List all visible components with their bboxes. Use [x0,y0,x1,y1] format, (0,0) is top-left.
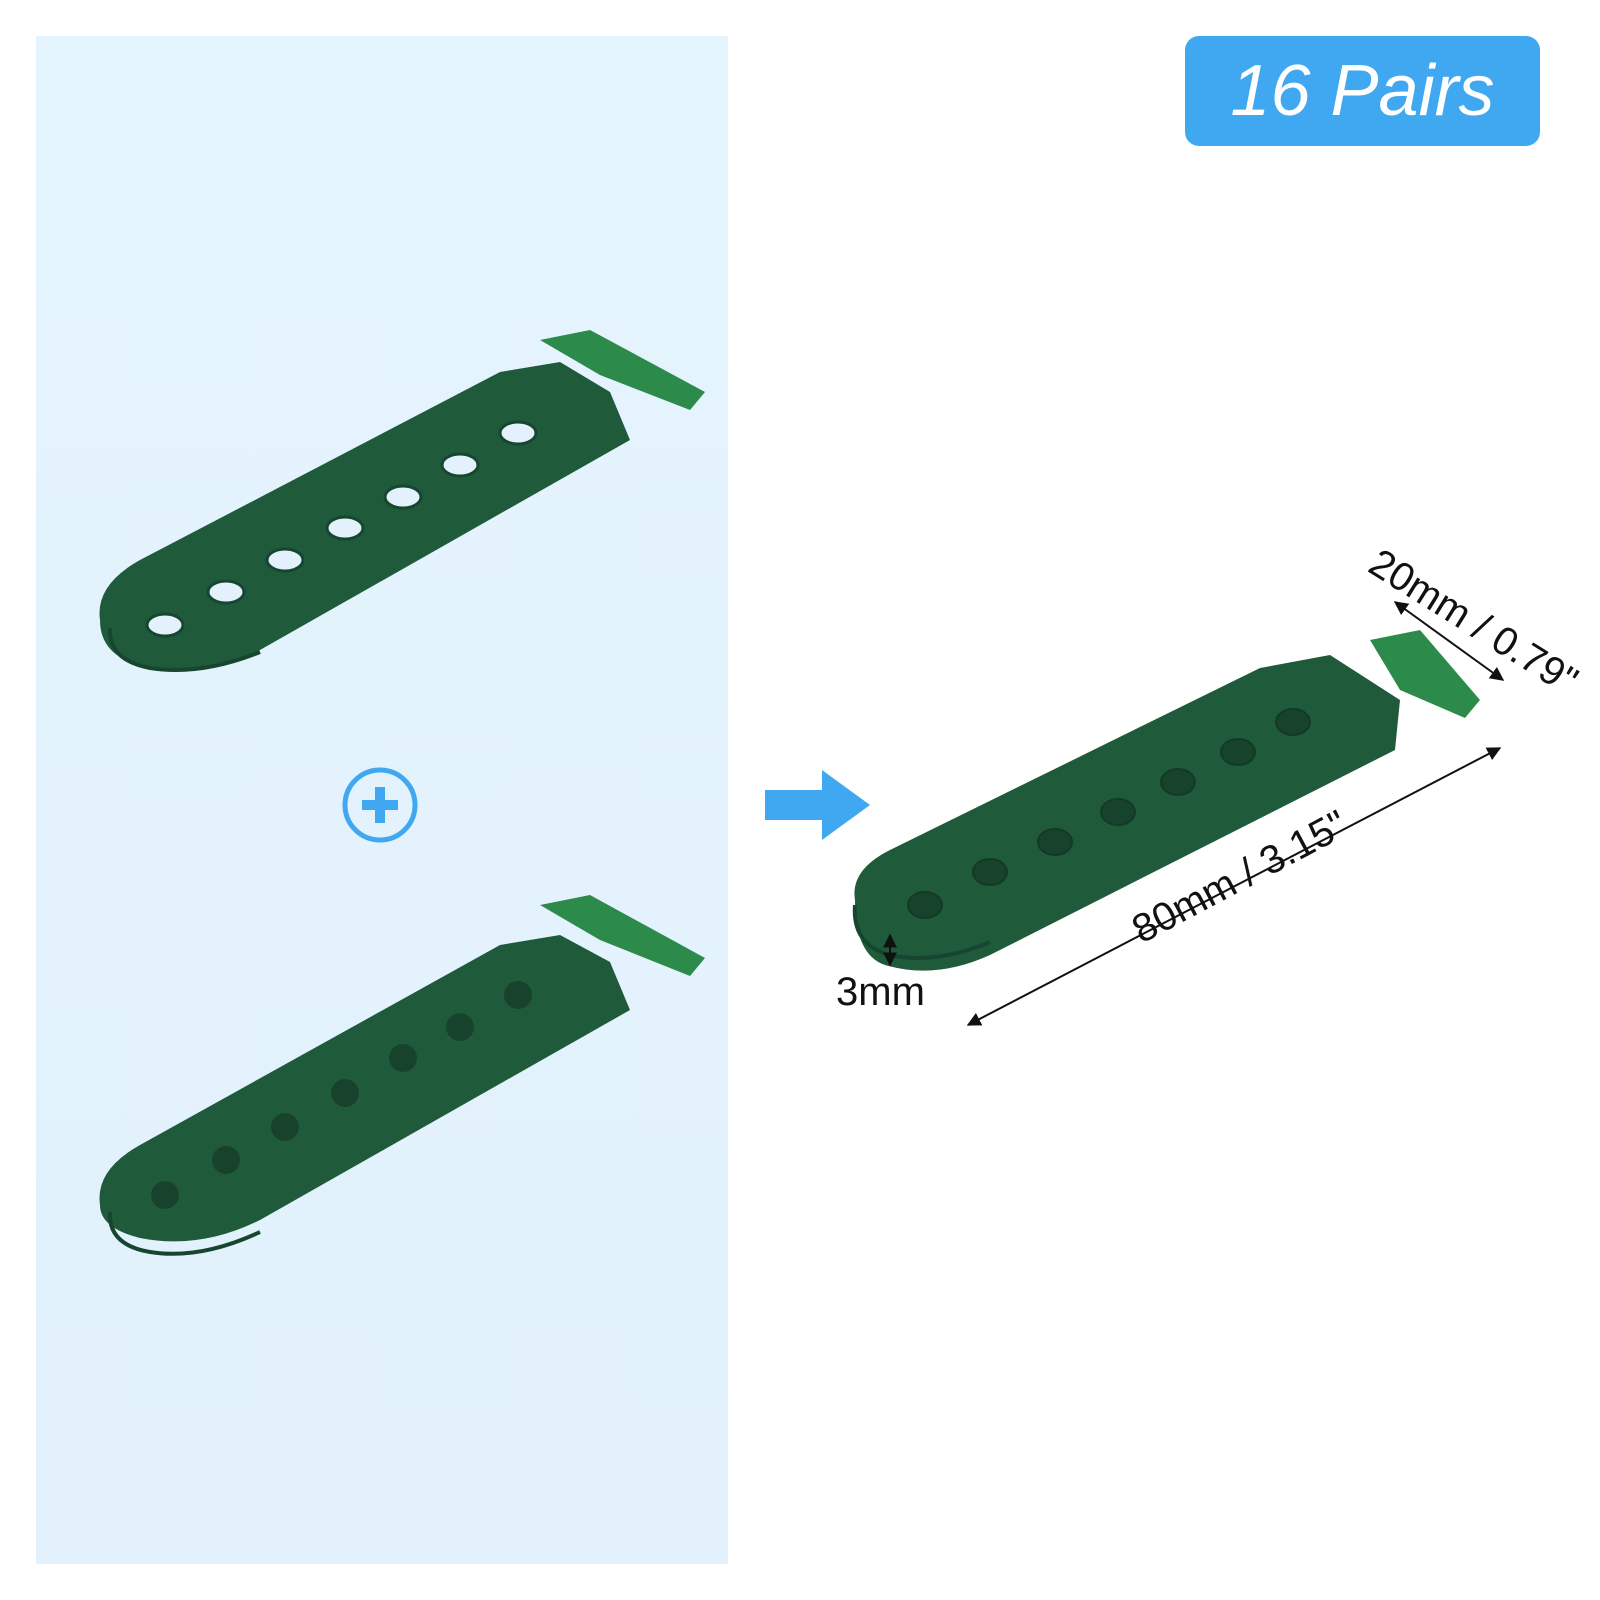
strap-holes [145,420,538,638]
strap-pegs [151,981,532,1209]
thickness-label: 3mm [836,970,925,1014]
strap-with-holes [99,330,705,672]
quantity-badge: 16 Pairs [1185,36,1540,146]
length-dimension-line [966,747,1502,1026]
width-dimension-line [1393,601,1505,681]
arrow-right-icon [765,770,870,840]
strap-with-pegs [99,895,705,1256]
dimension-lines [883,601,1505,1026]
plus-circle-icon [342,767,418,843]
